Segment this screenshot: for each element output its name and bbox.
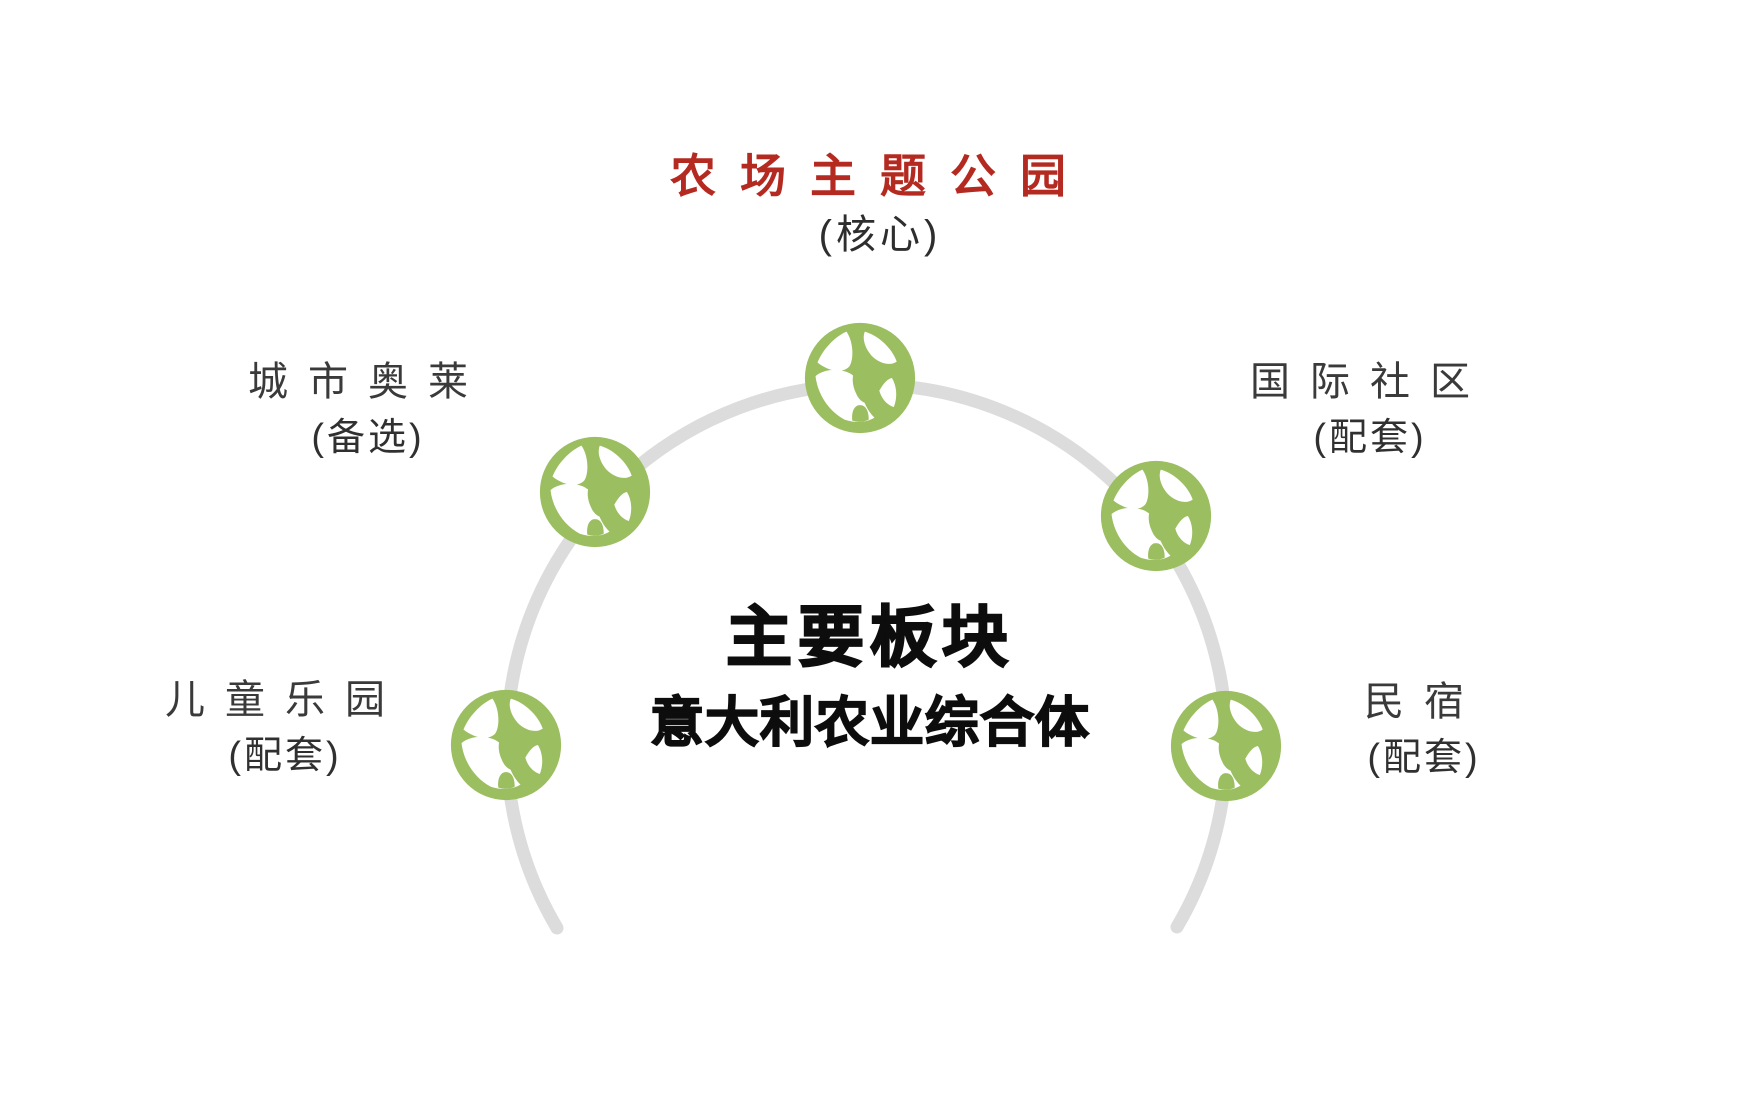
node-label-farm-theme-park: 农场主题公园 (核心) — [500, 150, 1260, 259]
node-label-text: 民宿 — [1364, 680, 1484, 724]
node-label-international-community: 国际社区 (配套) — [1120, 358, 1620, 462]
node-tag-text: (配套) — [228, 735, 342, 777]
center-title: 主要板块 — [725, 599, 1014, 675]
node-tag-text: (配套) — [1313, 417, 1427, 459]
header-tag: (核心) — [818, 212, 942, 257]
node-tag-text: (配套) — [1367, 737, 1481, 779]
globe-leaf-icon-farm-theme-park — [802, 320, 918, 436]
node-label-homestay: 民宿 (配套) — [1174, 678, 1674, 782]
node-label-children-playground: 儿童乐园 (配套) — [35, 676, 535, 780]
node-label-text: 城市奥莱 — [248, 360, 488, 404]
center-subtitle: 意大利农业综合体 — [649, 692, 1090, 754]
node-label-text: 儿童乐园 — [165, 678, 405, 722]
node-tag-text: (备选) — [311, 417, 425, 459]
header-title: 农场主题公园 — [670, 150, 1090, 202]
node-label-city-outlets: 城市奥莱 (备选) — [118, 358, 618, 462]
center-text: 主要板块 意大利农业综合体 — [570, 599, 1170, 754]
node-label-text: 国际社区 — [1250, 360, 1490, 404]
globe-leaf-icon-international-community — [1098, 458, 1214, 574]
